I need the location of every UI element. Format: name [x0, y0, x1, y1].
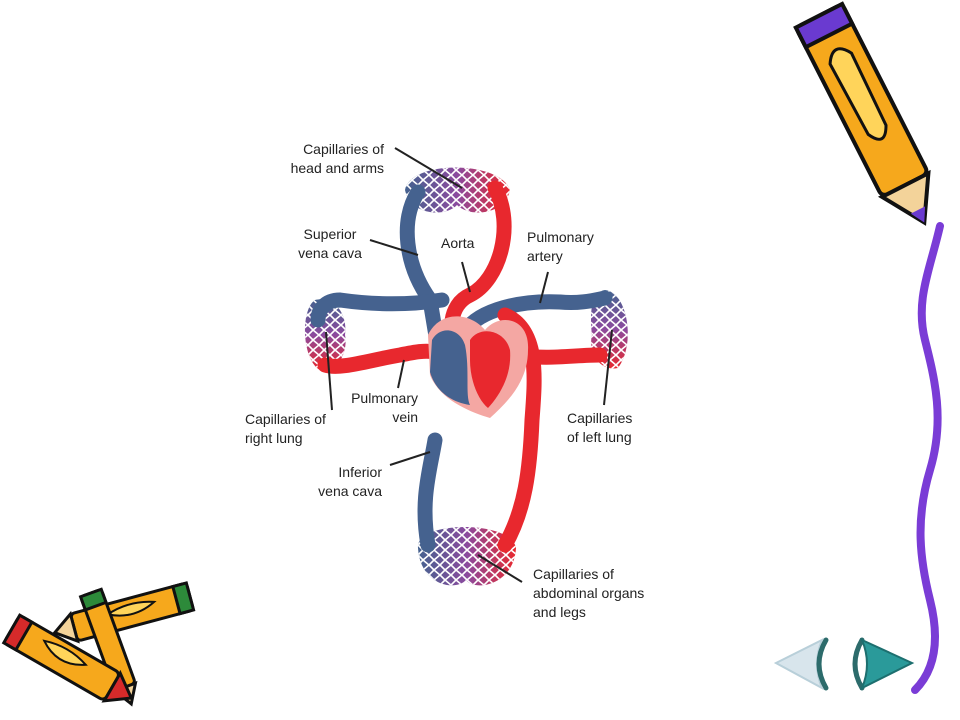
deoxygenated-vessels: [310, 184, 613, 553]
pencil-icon: [52, 581, 196, 644]
label-capillaries-abdominal: Capillaries of abdominal organs and legs: [533, 566, 645, 620]
back-arrow-icon: [773, 637, 825, 691]
label-capillaries-left-lung: Capillaries of left lung: [567, 410, 633, 445]
label-pulmonary-vein: Pulmonary vein: [351, 390, 418, 425]
label-inferior-vena-cava: Inferior vena cava: [318, 464, 382, 499]
crayon-icon: [1, 613, 134, 703]
label-aorta: Aorta: [441, 235, 475, 251]
decorative-ribbon: [911, 222, 944, 694]
label-capillaries-right-lung: Capillaries of right lung: [245, 411, 326, 446]
circulation-diagram: [304, 147, 628, 586]
forward-arrow-icon: [860, 638, 915, 691]
capillaries-head-arms: [405, 167, 510, 213]
label-capillaries-head-arms: Capillaries of head and arms: [290, 141, 384, 176]
back-button[interactable]: [773, 637, 829, 691]
leader-lines: [325, 147, 613, 583]
label-superior-vena-cava: Superior vena cava: [298, 226, 362, 261]
pencil-icon: [793, 1, 931, 226]
capillaries-abdominal: [417, 527, 516, 586]
forward-button[interactable]: [852, 637, 915, 691]
heart: [428, 316, 529, 418]
label-pulmonary-artery: Pulmonary artery: [527, 229, 594, 264]
